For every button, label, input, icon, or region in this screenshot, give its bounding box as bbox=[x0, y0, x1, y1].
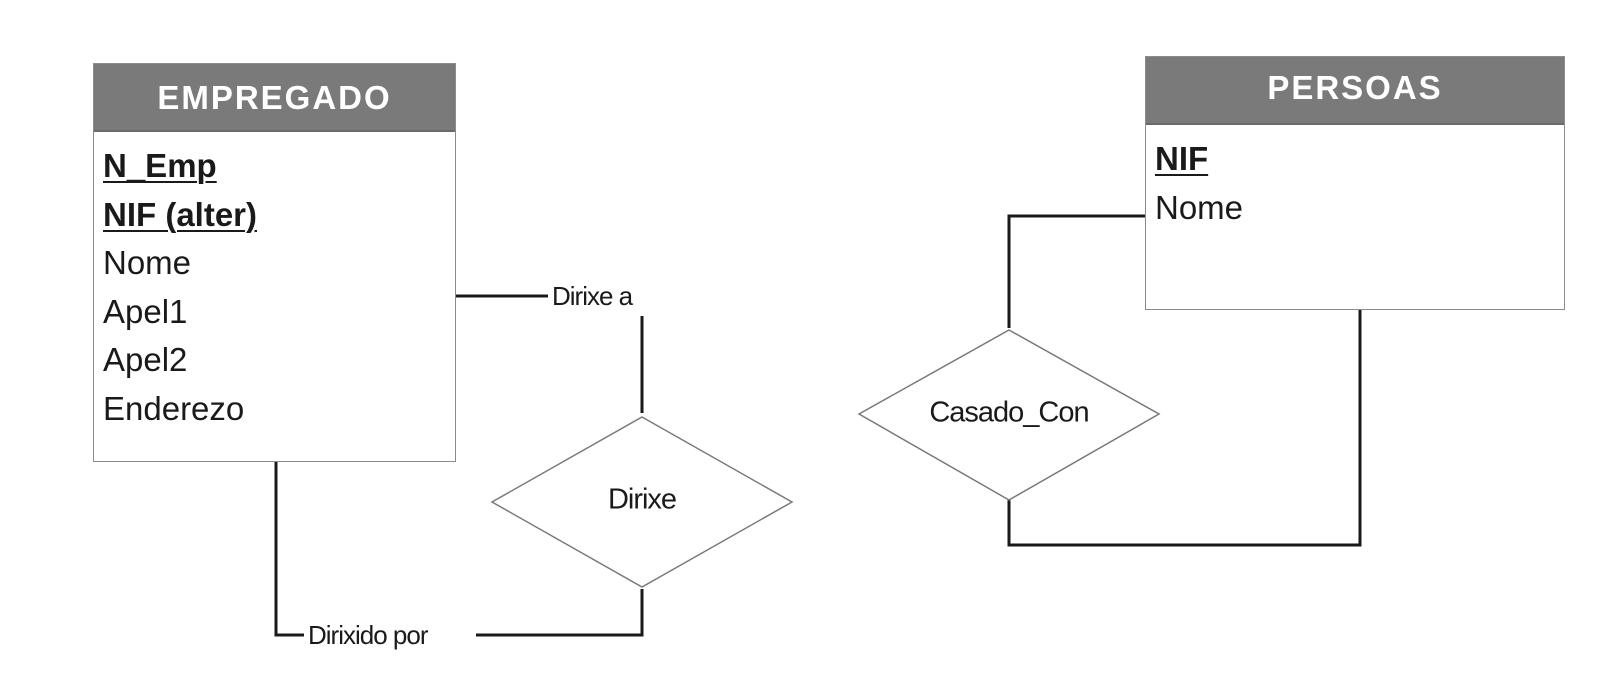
attribute-nome: Nome bbox=[103, 244, 192, 281]
role-label-dirixe-a: Dirixe a bbox=[550, 281, 635, 311]
attribute-enderezo: Enderezo bbox=[103, 389, 245, 427]
connector-casado-top bbox=[1007, 214, 1145, 328]
relationship-label-dirixe: Dirixe bbox=[607, 483, 677, 516]
entity-persoas-attributes: NIF Nome bbox=[1146, 125, 1564, 232]
relationship-diamond-casado-con bbox=[857, 329, 1161, 501]
connector-dirixido-por bbox=[274, 462, 304, 637]
entity-persoas[interactable]: PERSOAS NIF Nome bbox=[1145, 56, 1565, 310]
attribute-nome: Nome bbox=[1155, 188, 1244, 226]
role-label-dirixido-por: Dirixido por bbox=[306, 620, 430, 650]
attribute-apel1: Apel1 bbox=[103, 292, 188, 330]
attribute-n-emp: N_Emp bbox=[103, 147, 217, 184]
attribute-nif-alter: NIF (alter) bbox=[103, 195, 258, 233]
entity-empregado[interactable]: EMPREGADO N_Emp NIF (alter) Nome Apel1 A… bbox=[93, 63, 456, 462]
connector-casado-bottom bbox=[1007, 310, 1362, 547]
entity-empregado-attributes: N_Emp NIF (alter) Nome Apel1 Apel2 Ender… bbox=[94, 132, 455, 433]
attribute-nif: NIF bbox=[1155, 140, 1209, 177]
entity-persoas-title: PERSOAS bbox=[1146, 57, 1564, 125]
entity-empregado-title: EMPREGADO bbox=[94, 64, 455, 132]
relationship-diamond-dirixe bbox=[490, 416, 794, 588]
connector-dirixido-por-to-diamond bbox=[476, 589, 644, 637]
attribute-apel2: Apel2 bbox=[103, 341, 188, 378]
relationship-label-casado-con: Casado_Con bbox=[929, 396, 1089, 429]
